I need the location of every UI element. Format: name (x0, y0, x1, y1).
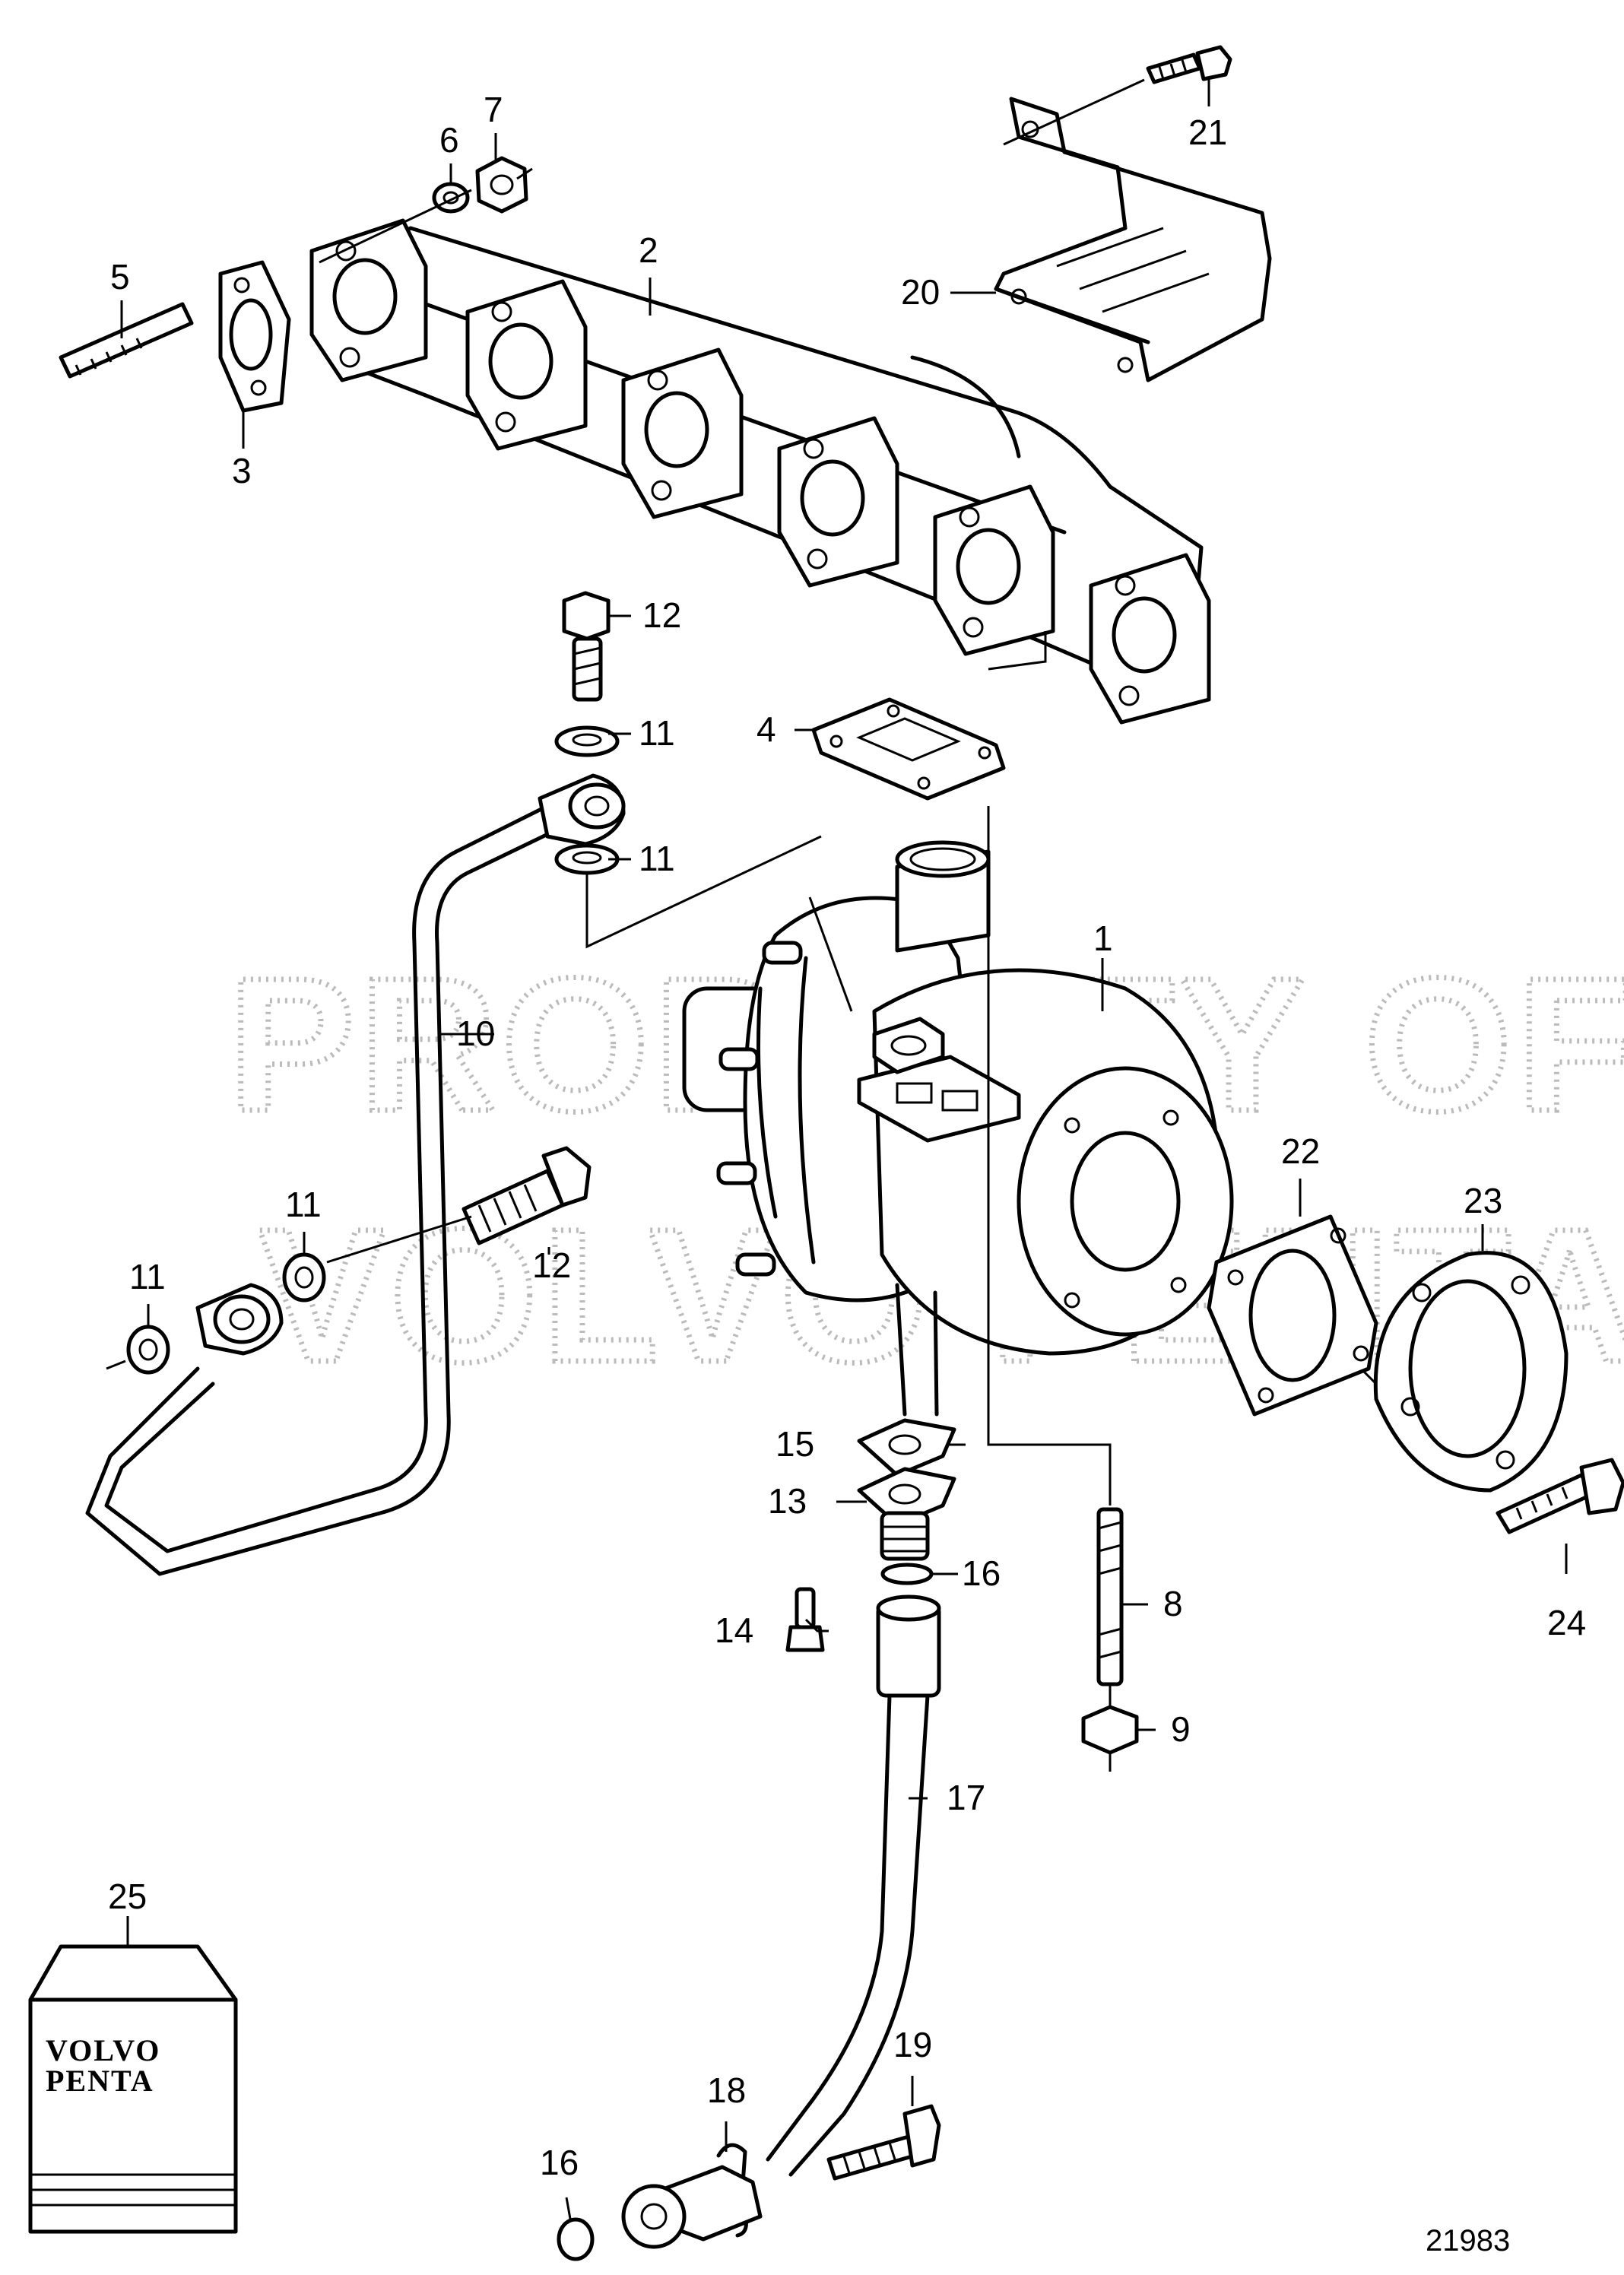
sealing-washer-1 (554, 725, 620, 757)
callout-5: 5 (110, 257, 130, 297)
bracket-bolt (1146, 45, 1232, 84)
callout-25: 25 (108, 1877, 147, 1916)
callout-15: 15 (776, 1424, 814, 1464)
outlet-gasket (1207, 1214, 1378, 1417)
callout-20: 20 (901, 272, 940, 312)
oil-drain-pipe (766, 1594, 941, 2177)
banjo-fitting-bottom (195, 1283, 284, 1356)
oil-feed-pipe (85, 804, 561, 1576)
fitting-bolt (826, 2104, 941, 2181)
callouts: 1 2 3 4 5 6 7 8 9 10 11 11 11 11 12 12 1… (108, 90, 1586, 2182)
drain-gasket (857, 1418, 956, 1477)
callout-19: 19 (893, 2025, 932, 2064)
callout-4: 4 (756, 709, 776, 749)
callout-12-b: 12 (532, 1245, 571, 1285)
callout-12-a: 12 (642, 595, 681, 635)
sealing-washer-3 (282, 1252, 326, 1302)
drain-flange (857, 1467, 956, 1561)
manifold-flange-6 (1089, 553, 1211, 725)
callout-7: 7 (484, 90, 503, 129)
callout-22: 22 (1281, 1131, 1320, 1171)
callout-16-a: 16 (962, 1553, 1001, 1593)
manifold-flange-2 (465, 279, 588, 451)
drain-screw (785, 1587, 825, 1652)
callout-8: 8 (1163, 1584, 1183, 1623)
callout-24: 24 (1547, 1603, 1586, 1642)
callout-18: 18 (707, 2070, 746, 2110)
callout-3: 3 (232, 451, 252, 490)
manifold-flange-1 (309, 218, 428, 382)
exhaust-manifold (309, 218, 1211, 725)
flange-bolt (1496, 1458, 1624, 1534)
callout-11-c: 11 (285, 1185, 322, 1224)
volvo-penta-package: VOLVO PENTA (28, 1944, 238, 2234)
nut (475, 156, 528, 214)
sealing-washer-2 (554, 843, 620, 875)
callout-1: 1 (1093, 919, 1113, 958)
washer (432, 182, 470, 214)
manifold-flange-5 (933, 484, 1055, 656)
banjo-bolt-bottom (462, 1146, 592, 1245)
callout-23: 23 (1464, 1181, 1502, 1220)
callout-6: 6 (439, 120, 459, 160)
turbo-stud (1096, 1507, 1124, 1686)
callout-16-b: 16 (540, 2143, 579, 2182)
callout-21: 21 (1188, 113, 1227, 152)
callout-13: 13 (768, 1481, 807, 1521)
turbocharger (682, 840, 1234, 1417)
turbo-nut (1081, 1705, 1139, 1755)
banjo-fitting-top (538, 773, 626, 846)
package-logo-line-2: PENTA (46, 2064, 154, 2098)
manifold-flange-3 (621, 347, 744, 519)
o-ring-lower (557, 2217, 595, 2261)
drain-fitting (621, 2165, 763, 2249)
callout-leaders (120, 80, 1568, 2219)
callout-11-a: 11 (639, 713, 675, 753)
package-logo-line-1: VOLVO (46, 2033, 160, 2067)
callout-2: 2 (639, 230, 658, 270)
turbo-gasket (811, 697, 1006, 801)
outlet-flange (1373, 1251, 1568, 1493)
reference-number: 21983 (1426, 2224, 1510, 2258)
manifold-gasket (218, 260, 291, 413)
banjo-bolt-top (562, 591, 611, 702)
manifold-flange-4 (777, 416, 899, 588)
callout-11-d: 11 (129, 1257, 166, 1296)
callout-9: 9 (1171, 1709, 1191, 1749)
stud (59, 302, 194, 379)
callout-11-b: 11 (639, 839, 675, 878)
callout-10: 10 (456, 1014, 495, 1053)
heat-shield-bracket (994, 97, 1272, 382)
callout-17: 17 (947, 1778, 985, 1817)
sealing-washer-4 (126, 1325, 170, 1375)
callout-14: 14 (715, 1610, 753, 1650)
o-ring-upper (880, 1563, 934, 1585)
